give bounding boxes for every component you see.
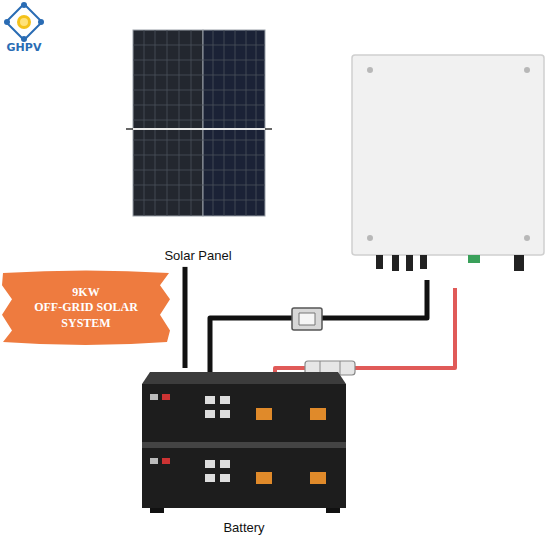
- logo-text: GHPV: [0, 41, 48, 54]
- logo-icon: [4, 2, 44, 42]
- part-label: Solar Panel: [132, 248, 264, 265]
- battery-box: Battery: [140, 368, 348, 539]
- banner-text: 9KW: [12, 285, 160, 301]
- battery-picture: [142, 372, 346, 513]
- dc-cable: [183, 267, 188, 368]
- part-label: Battery: [142, 520, 346, 537]
- title-banner: 9KWOFF-GRID SOLAR SYSTEM: [0, 268, 172, 346]
- solar-panel-picture: [126, 30, 272, 216]
- panel-label-box: Solar Panel: [130, 28, 266, 267]
- inverter-picture: [352, 55, 544, 271]
- banner-text: OFF-GRID SOLAR SYSTEM: [12, 300, 160, 331]
- battery-cables: [210, 280, 455, 378]
